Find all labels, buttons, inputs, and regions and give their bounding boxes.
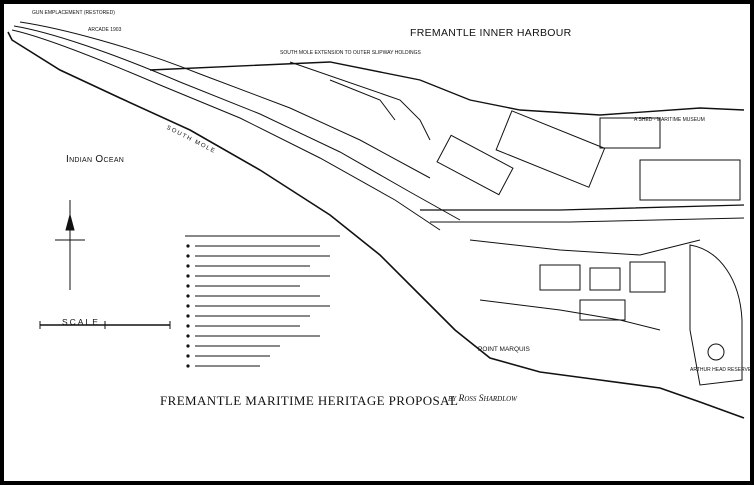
arthur-head xyxy=(689,244,743,386)
inner-channel xyxy=(289,61,431,141)
scale-label: SCALE xyxy=(62,317,100,327)
a-shed xyxy=(599,117,661,149)
harbour-edge xyxy=(149,61,745,116)
building-3 xyxy=(629,261,666,293)
map-author: by Ross Shardlow xyxy=(448,394,517,404)
inner-arm xyxy=(329,79,396,121)
gun-emplacement-label: GUN EMPLACEMENT (RESTORED) xyxy=(32,10,115,16)
road-4 xyxy=(479,299,661,331)
wharf-block-2 xyxy=(436,134,514,196)
round-house xyxy=(707,343,725,361)
mole-rail-2 xyxy=(13,25,461,221)
harbour-label: FREMANTLE INNER HARBOUR xyxy=(410,27,572,39)
road-2 xyxy=(430,217,745,223)
road-3 xyxy=(469,239,701,256)
road-1 xyxy=(420,204,745,211)
coastline xyxy=(7,31,745,419)
map-title: FREMANTLE MARITIME HERITAGE PROPOSAL xyxy=(160,393,459,408)
building-1 xyxy=(539,264,581,291)
right-building xyxy=(639,159,741,201)
mole-extension-note: SOUTH MOLE EXTENSION TO OUTER SLIPWAY HO… xyxy=(280,50,421,56)
legend-list xyxy=(185,235,340,367)
a-shed-label: A SHED - MARITIME MUSEUM xyxy=(634,117,705,123)
building-4 xyxy=(579,299,626,321)
arthur-head-label: ARTHUR HEAD RESERVE xyxy=(690,367,752,373)
mole-rail-3 xyxy=(19,21,431,179)
arcade-label: ARCADE 1903 xyxy=(88,27,122,33)
building-2 xyxy=(589,267,621,291)
mole-rail-1 xyxy=(11,29,441,231)
ocean-label: Indian Ocean xyxy=(66,154,125,165)
wharf-block-1 xyxy=(495,110,606,188)
point-marquis-label: POINT MARQUIS xyxy=(478,346,530,353)
